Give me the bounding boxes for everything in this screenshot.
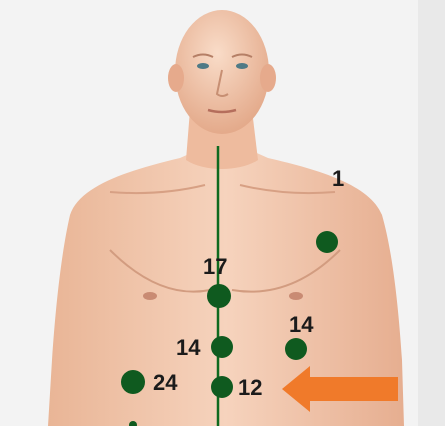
acupoint-17 <box>207 284 231 308</box>
acupoint-14-center <box>211 336 233 358</box>
eye-right <box>236 63 248 69</box>
nipple-right <box>289 292 303 300</box>
acupoint-1 <box>316 231 338 253</box>
right-edge-shade <box>418 0 445 426</box>
point-label-12: 12 <box>238 377 262 399</box>
eye-left <box>197 63 209 69</box>
ear-left <box>168 64 184 92</box>
point-label-24: 24 <box>153 372 177 394</box>
acupoint-12 <box>211 376 233 398</box>
point-label-14-center: 14 <box>176 337 200 359</box>
point-label-14-right: 14 <box>289 314 313 336</box>
ear-right <box>260 64 276 92</box>
nipple-left <box>143 292 157 300</box>
point-label-1: 1 <box>332 168 344 190</box>
acupoint-14-right <box>285 338 307 360</box>
acupoint-24 <box>121 370 145 394</box>
point-label-17: 17 <box>203 256 227 278</box>
